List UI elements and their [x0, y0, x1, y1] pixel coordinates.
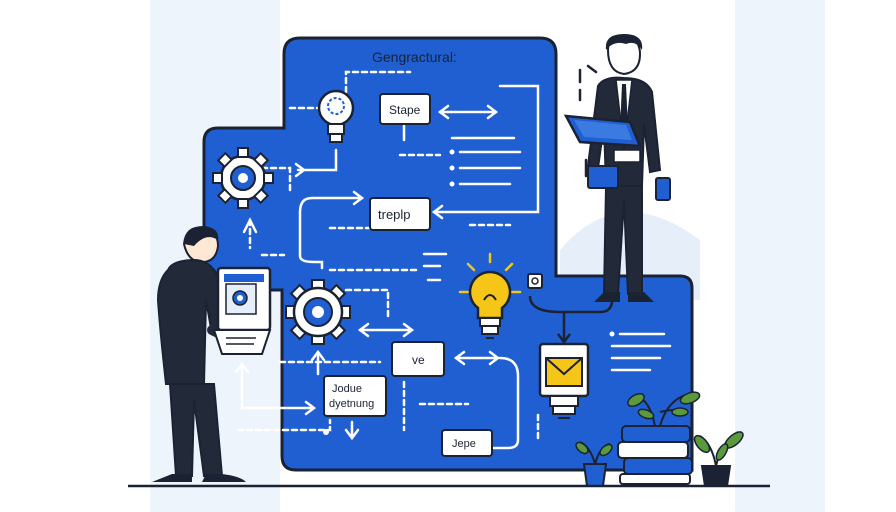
- person-left: [152, 226, 246, 482]
- board-title: Gengractural:: [372, 49, 457, 65]
- box-jodue: Jodue dyetnung: [323, 375, 387, 417]
- box-treplp: treplp: [369, 197, 431, 231]
- text-placeholder-lines: [422, 136, 672, 372]
- gear-icon: [212, 147, 274, 209]
- lightbulb-icon: [317, 89, 355, 143]
- tablet-icon: [563, 114, 642, 148]
- gear-icon: [285, 279, 351, 345]
- search-icon: [527, 273, 543, 289]
- svg-text:dyetnung: dyetnung: [329, 398, 374, 410]
- svg-text:ve: ve: [412, 353, 425, 367]
- dash-marks: [578, 64, 598, 178]
- books-icon: [617, 425, 693, 485]
- laptop-icon: [212, 266, 272, 355]
- svg-text:Jodue: Jodue: [332, 383, 362, 395]
- box-jepe: Jepe: [441, 429, 493, 457]
- plant-icon: [693, 431, 744, 487]
- svg-text:Jepe: Jepe: [452, 438, 476, 450]
- svg-text:Stape: Stape: [389, 103, 421, 117]
- bullet-dots: [323, 149, 615, 435]
- lightbulb-icon: [458, 252, 522, 339]
- box-ve: ve: [391, 341, 445, 377]
- svg-text:treplp: treplp: [378, 207, 411, 222]
- envelope-icon: [528, 295, 614, 419]
- box-stape: Stape: [379, 93, 431, 125]
- plant-icon: [627, 391, 701, 427]
